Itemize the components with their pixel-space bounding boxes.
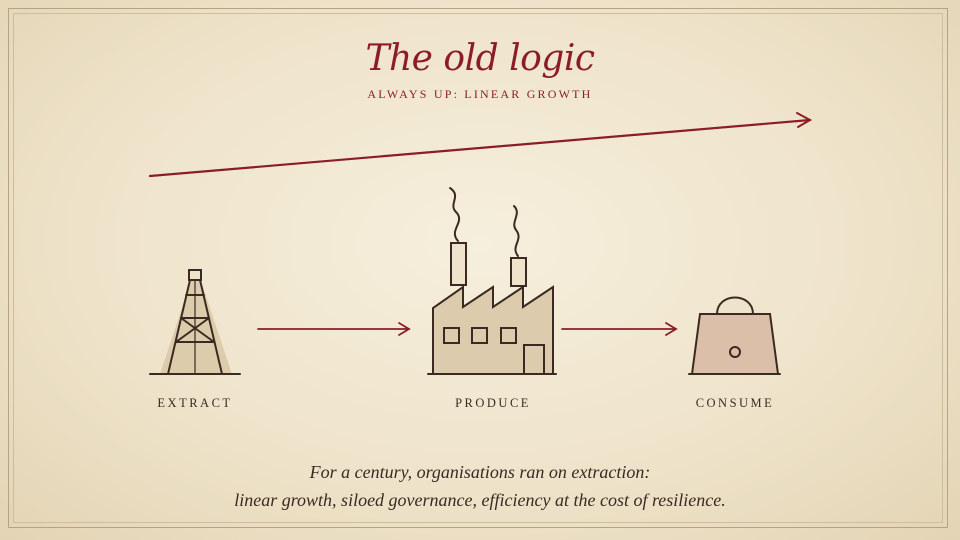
caption-line-1: For a century, organisations ran on extr… bbox=[309, 462, 651, 482]
inner-frame bbox=[13, 13, 943, 523]
factory-icon bbox=[427, 187, 557, 375]
flow-arrow-1 bbox=[257, 322, 411, 336]
outer-frame bbox=[8, 8, 948, 528]
slide-title: The old logic bbox=[365, 38, 595, 79]
growth-arrow bbox=[148, 112, 813, 178]
stage-label-produce: PRODUCE bbox=[455, 396, 531, 410]
slide-subtitle: ALWAYS UP: LINEAR GROWTH bbox=[367, 87, 593, 101]
stage-label-consume: CONSUME bbox=[695, 396, 775, 410]
caption-line-2: linear growth, siloed governance, effici… bbox=[234, 490, 726, 510]
stage-label-extract: EXTRACT bbox=[157, 396, 233, 410]
shopping-bag-icon bbox=[688, 296, 781, 375]
oil-derrick-icon bbox=[149, 269, 241, 375]
flow-arrow-2 bbox=[561, 322, 678, 336]
